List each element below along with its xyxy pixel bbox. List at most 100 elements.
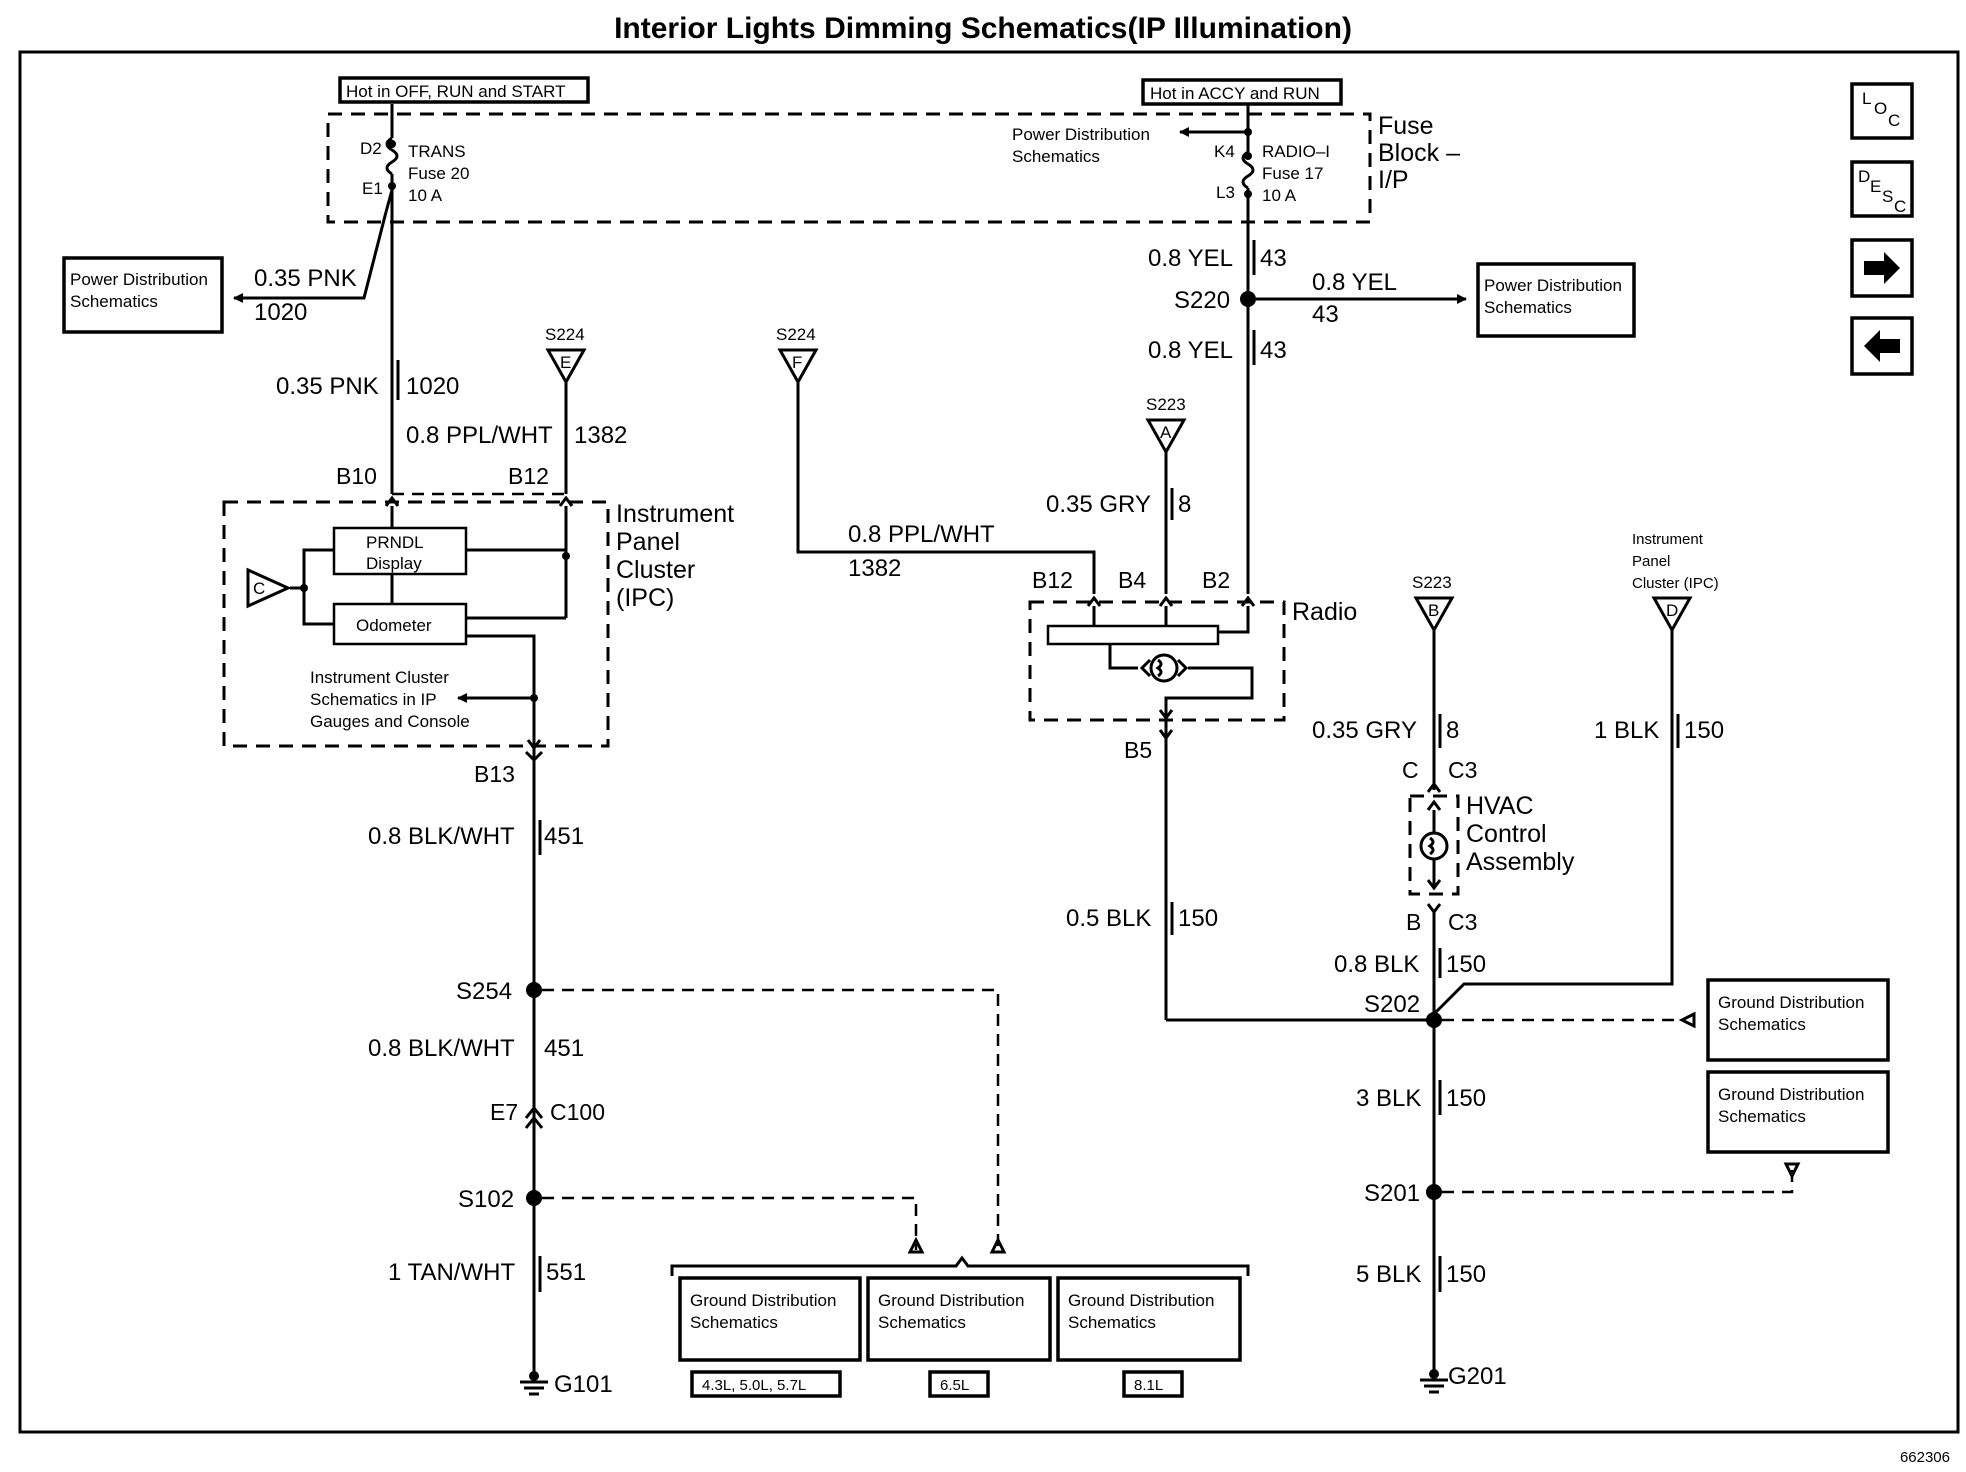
svg-text:Schematics: Schematics (1068, 1313, 1156, 1332)
svg-text:Power Distribution: Power Distribution (1012, 125, 1150, 144)
svg-text:Ground Distribution: Ground Distribution (1718, 1085, 1864, 1104)
splice-s201 (1426, 1184, 1442, 1200)
fuse20-pin-e1: E1 (362, 179, 383, 198)
wire-pnk-main-circuit: 1020 (406, 373, 459, 400)
svg-text:(IPC): (IPC) (616, 584, 674, 612)
wire-blk-3-label: 3 BLK (1356, 1085, 1421, 1112)
svg-text:S: S (1882, 187, 1893, 206)
ipc-pin-b10: B10 (336, 463, 377, 489)
svg-text:C: C (1894, 197, 1906, 216)
svg-text:10 A: 10 A (1262, 186, 1297, 205)
power-dist-box-left: Power Distribution Schematics (62, 256, 224, 334)
svg-text:G201: G201 (1448, 1363, 1507, 1390)
svg-text:Instrument Cluster: Instrument Cluster (310, 668, 449, 687)
ground-dist-box-right-1: Ground Distribution Schematics (1706, 978, 1890, 1062)
wire-yel-top-label: 0.8 YEL (1148, 245, 1233, 272)
svg-text:S254: S254 (456, 978, 512, 1005)
svg-text:S224: S224 (776, 325, 816, 344)
svg-text:C3: C3 (1448, 757, 1477, 783)
fuse17-pin-k4: K4 (1214, 142, 1235, 161)
ground-g201: G201 (1420, 1363, 1507, 1394)
outer-frame (18, 50, 1960, 1434)
fuse-17: K4 L3 RADIO–I Fuse 17 10 A Power Distrib… (1012, 104, 1330, 205)
svg-text:C3: C3 (1448, 909, 1477, 935)
radio-pin-b12: B12 (1032, 567, 1073, 593)
svg-text:Schematics in IP: Schematics in IP (310, 690, 437, 709)
svg-text:Schematics: Schematics (1718, 1107, 1806, 1126)
svg-text:Power Distribution: Power Distribution (70, 270, 208, 289)
svg-text:Display: Display (366, 554, 422, 573)
tab-c-letter: C (253, 579, 265, 598)
hot-label-left: Hot in OFF, RUN and START (338, 76, 590, 104)
svg-text:Odometer: Odometer (356, 616, 432, 635)
ipc-module: B10 B12 Instrument Panel Cluster (IPC) P… (222, 463, 734, 751)
svg-text:S102: S102 (458, 1186, 514, 1213)
svg-text:G101: G101 (554, 1371, 613, 1398)
wire-blkwht-2-label: 0.8 BLK/WHT (368, 1035, 515, 1062)
svg-text:Schematics: Schematics (690, 1313, 778, 1332)
wire-blkwht-1-circuit: 451 (544, 823, 584, 850)
svg-text:6.5L: 6.5L (940, 1377, 969, 1394)
desc-button[interactable]: D E S C (1850, 160, 1914, 218)
arrow-left-icon (1864, 330, 1900, 362)
previous-button[interactable] (1850, 316, 1914, 376)
fuse-20: D2 E1 TRANS Fuse 20 10 A (360, 104, 469, 205)
svg-text:D: D (1858, 167, 1870, 186)
wire-ppl-ipc-circuit: 1382 (574, 422, 627, 449)
svg-text:Gauges and Console: Gauges and Console (310, 712, 470, 731)
wire-blkwht-2-circuit: 451 (544, 1035, 584, 1062)
tab-s223-a: S223 A (1145, 395, 1187, 456)
svg-text:D: D (1666, 601, 1678, 620)
svg-text:Radio: Radio (1292, 598, 1357, 626)
svg-text:Cluster (IPC): Cluster (IPC) (1632, 575, 1719, 592)
svg-text:Instrument: Instrument (1632, 531, 1704, 548)
wire-blkwht-1-label: 0.8 BLK/WHT (368, 823, 515, 850)
wire-blk-radio-circuit: 150 (1178, 905, 1218, 932)
fuse-block: Fuse Block – I/P (326, 112, 1460, 224)
svg-text:C: C (1402, 757, 1419, 783)
svg-text:Hot in OFF, RUN and START: Hot in OFF, RUN and START (346, 82, 565, 101)
svg-text:Ground Distribution: Ground Distribution (1068, 1291, 1214, 1310)
wire-blk-ipc-label: 1 BLK (1594, 717, 1659, 744)
wire-yel-right-circuit: 43 (1312, 301, 1339, 328)
wire-yel-top-circuit: 43 (1260, 245, 1287, 272)
hvac-control-assembly: C C3 HVAC Control Assembly B C3 (1402, 757, 1575, 935)
ground-g101: G101 (520, 1371, 613, 1398)
svg-text:HVAC: HVAC (1466, 792, 1534, 820)
svg-text:8.1L: 8.1L (1134, 1377, 1163, 1394)
svg-text:Panel: Panel (1632, 553, 1670, 570)
splice-s102 (526, 1190, 542, 1206)
wire-yel-right-label: 0.8 YEL (1312, 269, 1397, 296)
svg-text:4.3L, 5.0L, 5.7L: 4.3L, 5.0L, 5.7L (702, 1377, 806, 1394)
svg-text:B: B (1428, 601, 1439, 620)
wire-blk-hvac-circuit: 150 (1446, 951, 1486, 978)
svg-text:S223: S223 (1412, 573, 1452, 592)
splice-s254 (526, 982, 542, 998)
loc-button[interactable]: L O C (1850, 82, 1914, 140)
svg-text:TRANS: TRANS (408, 142, 466, 161)
svg-text:Ground Distribution: Ground Distribution (1718, 993, 1864, 1012)
wire-tanwht-circuit: 551 (546, 1259, 586, 1286)
svg-text:L: L (1862, 89, 1871, 108)
svg-text:F: F (792, 353, 802, 372)
ipc-pin-b12: B12 (508, 463, 549, 489)
page-title: Interior Lights Dimming Schematics(IP Il… (614, 12, 1352, 45)
wire-gry-hvac-circuit: 8 (1446, 717, 1459, 744)
wire-pnk-left-label: 0.35 PNK (254, 265, 357, 292)
svg-text:Schematics: Schematics (70, 292, 158, 311)
svg-text:O: O (1874, 99, 1887, 118)
next-button[interactable] (1850, 238, 1914, 298)
svg-text:Assembly: Assembly (1466, 848, 1575, 876)
wire-ppl-ipc-label: 0.8 PPL/WHT (406, 422, 553, 449)
wire-tanwht-label: 1 TAN/WHT (388, 1259, 515, 1286)
fuse-block-label-3: I/P (1378, 166, 1409, 194)
radio-pin-b5: B5 (1124, 737, 1152, 763)
svg-text:S201: S201 (1364, 1180, 1420, 1207)
svg-text:C100: C100 (550, 1099, 605, 1125)
tab-s223-b: S223 B (1412, 573, 1455, 634)
wire-blk-3-circuit: 150 (1446, 1085, 1486, 1112)
fuse-block-label-1: Fuse (1378, 112, 1434, 140)
wire-ppl-radio-label: 0.8 PPL/WHT (848, 521, 995, 548)
svg-text:RADIO–I: RADIO–I (1262, 142, 1330, 161)
